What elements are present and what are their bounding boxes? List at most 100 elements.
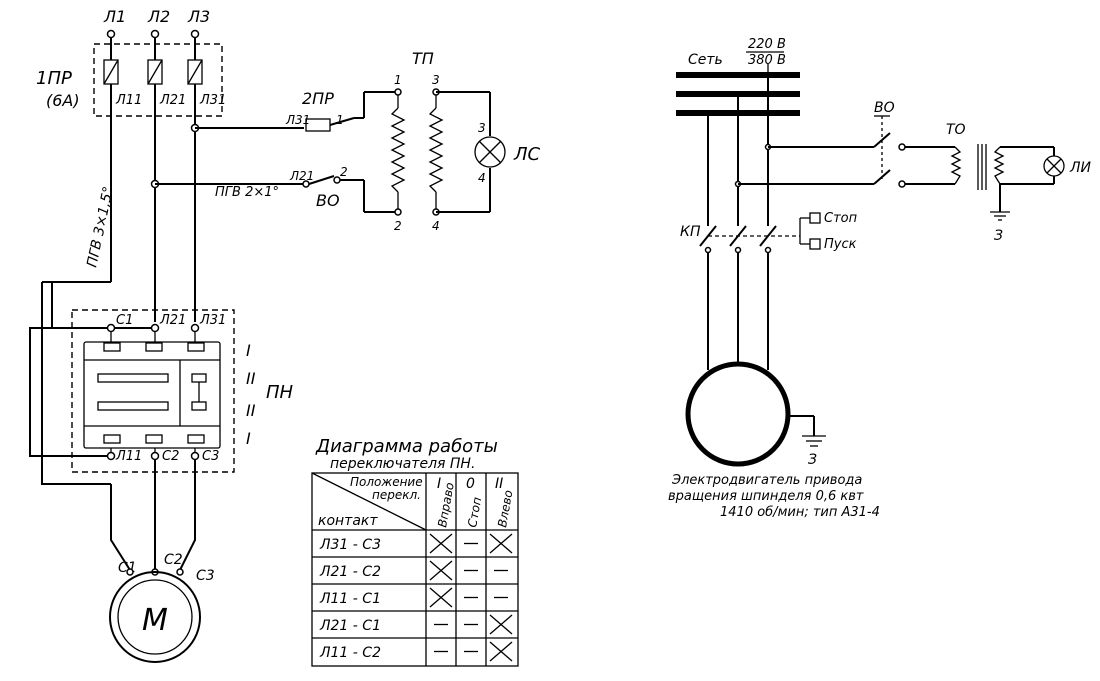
table-row-contact: Л21 - С2 xyxy=(319,564,381,580)
pn-terminal xyxy=(190,323,200,333)
pn-bottom-label-l11: Л11 xyxy=(115,449,142,464)
fuse-out-l11: Л11 xyxy=(115,93,142,108)
ground-label-top: З xyxy=(994,228,1003,244)
svg-text:3: 3 xyxy=(478,121,486,135)
fuse1-label: 1ПР xyxy=(36,68,72,89)
tp-term-4: 4 xyxy=(432,219,440,233)
transformer-coil-icon xyxy=(390,95,444,209)
pn-pos-2: II xyxy=(246,369,256,388)
switch-pn-label: ПН xyxy=(266,382,294,403)
table-row-contact: Л21 - С1 xyxy=(319,618,381,634)
transformer-to-label: ТО xyxy=(946,122,966,138)
cross-mark xyxy=(489,533,513,554)
motor-icon xyxy=(685,361,791,467)
phase-label-l3: Л3 xyxy=(187,7,210,26)
pn-bottom-label-c2: С2 xyxy=(162,449,179,464)
cross-mark xyxy=(429,560,453,581)
fuse-icon xyxy=(103,59,203,85)
left-schematic: Л1 Л2 Л3 1ПР (6А) Л11 Л21 Л31 ПГВ xyxy=(29,7,541,663)
cable-label-2x1: ПГВ 2×1° xyxy=(215,185,279,200)
switch-contacts-icon xyxy=(83,332,221,454)
motor-caption-line1: Электродвигатель привода xyxy=(671,473,862,488)
lamp-li-label: ЛИ xyxy=(1069,160,1092,176)
fuse-out-l21: Л21 xyxy=(159,93,186,108)
switch-vo-right-label: ВО xyxy=(874,100,895,116)
col-name-2: Стоп xyxy=(465,496,484,529)
col-name-3: Влево xyxy=(495,489,515,529)
start-label: Пуск xyxy=(824,237,857,252)
terminal-l2 xyxy=(150,29,160,39)
pn-terminal xyxy=(150,451,160,461)
tp-term-3: 3 xyxy=(432,73,440,87)
pn-terminal xyxy=(190,451,200,461)
motor-label: М xyxy=(142,603,168,638)
cross-mark xyxy=(429,587,453,608)
pn-top-label-c1: С1 xyxy=(116,313,133,328)
motor-icon xyxy=(109,571,201,663)
motor-caption-line2: вращения шпинделя 0,6 квт xyxy=(668,489,864,504)
terminal-l3 xyxy=(190,29,200,39)
start-button xyxy=(809,238,821,250)
lamp-icon xyxy=(1043,155,1065,177)
fuse-box-1pr xyxy=(93,43,223,117)
motor-term-c2: С2 xyxy=(164,552,183,568)
cable-label-3x15: ПГВ 3×1,5° xyxy=(84,185,117,269)
fuse2-label: 2ПР xyxy=(302,89,334,108)
pn-terminal xyxy=(106,323,116,333)
fuse-out-l31: Л31 xyxy=(199,93,226,108)
stop-label: Стоп xyxy=(824,211,858,226)
tp-term-2: 2 xyxy=(394,219,402,233)
right-schematic: Сеть 220 В 380 В ВО ТО xyxy=(668,37,1092,520)
tp-term-1: 1 xyxy=(394,73,402,87)
col-num-3: II xyxy=(495,476,503,492)
svg-text:4: 4 xyxy=(478,171,486,185)
header-diag-mid: перекл. xyxy=(372,488,421,502)
motor-caption-line3: 1410 об/мин; тип А31-4 xyxy=(720,505,880,520)
ground-icon xyxy=(802,435,826,447)
voltage-220: 220 В xyxy=(748,37,786,52)
phase-label-l1: Л1 xyxy=(103,7,126,26)
lamp-ls-label: ЛС xyxy=(513,144,541,165)
cross-mark xyxy=(489,614,513,635)
ground-icon xyxy=(990,211,1010,221)
motor-term-c3: С3 xyxy=(196,568,215,584)
wire-label-l31: Л31 xyxy=(285,113,310,127)
phase-label-l2: Л2 xyxy=(147,7,170,26)
table-row-contact: Л31 - С3 xyxy=(319,537,381,553)
table-title: Диаграмма работы xyxy=(315,436,498,457)
stop-button xyxy=(809,212,821,224)
cross-mark xyxy=(489,641,513,662)
transformer-icon xyxy=(950,144,1005,190)
voltage-380: 380 В xyxy=(748,53,786,68)
switch-diagram-table: Диаграмма работы переключателя ПН. Полож… xyxy=(311,436,519,667)
contactor-label: КП xyxy=(680,224,701,240)
table-row-contact: Л11 - С2 xyxy=(319,645,381,661)
pn-top-label-l31: Л31 xyxy=(199,313,226,328)
switch-pn-box xyxy=(71,309,235,473)
cross-mark xyxy=(429,533,453,554)
pn-pos-4: I xyxy=(246,429,251,448)
pn-pos-3: II xyxy=(246,401,256,420)
ground-label-motor: З xyxy=(808,452,817,468)
switch-vo-label: ВО xyxy=(316,191,340,210)
lamp-icon xyxy=(474,136,506,168)
header-diag-top: Положение xyxy=(350,475,423,489)
table-row-contact: Л11 - С1 xyxy=(319,591,381,607)
table-subtitle: переключателя ПН. xyxy=(330,456,475,472)
pn-terminal xyxy=(150,323,160,333)
transformer-tp-label: ТП xyxy=(412,49,434,68)
terminal-l1 xyxy=(106,29,116,39)
contactor-icon xyxy=(699,225,800,254)
switch-icon xyxy=(873,116,906,188)
col-num-2: 0 xyxy=(466,476,475,492)
wire-label-l21: Л21 xyxy=(289,169,314,183)
pn-terminal xyxy=(106,451,116,461)
term-label-2a: 2 xyxy=(340,165,348,179)
header-diag-bottom: контакт xyxy=(318,513,378,529)
col-num-1: I xyxy=(437,476,441,492)
fuse1-rating: (6А) xyxy=(46,91,80,110)
switch-contact xyxy=(302,180,310,188)
pn-bottom-label-c3: С3 xyxy=(202,449,219,464)
pn-top-label-l21: Л21 xyxy=(159,313,186,328)
